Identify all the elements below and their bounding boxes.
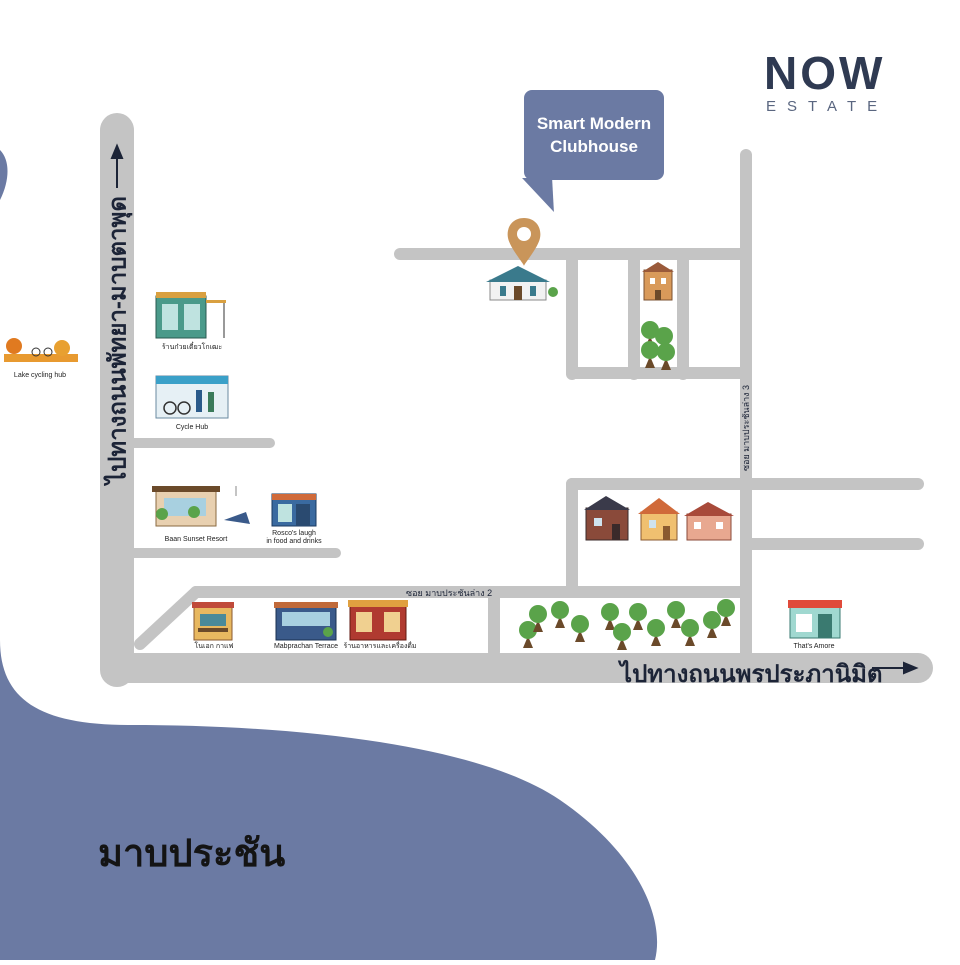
place-label-cycle-hub: Cycle Hub (175, 424, 209, 431)
location-pin-icon (507, 218, 541, 266)
noodle-shop-icon (155, 292, 226, 339)
place-label-terrace: Mabprachan Terrace (273, 643, 339, 650)
tree-icon (519, 621, 537, 648)
road-label-soi3: ซอย มาบประชันล่าง 3 (741, 384, 751, 472)
townhouse-icon (642, 262, 674, 301)
logo-subtitle: ESTATE (766, 98, 889, 115)
houses-group-icon (584, 496, 734, 541)
road-soi2-diag (134, 586, 202, 650)
tree-icon (657, 343, 675, 370)
area-title: มาบประชัน (98, 833, 286, 875)
restaurant-icon (348, 600, 408, 641)
lake-area (0, 640, 658, 960)
clubhouse-callout: Smart Modern Clubhouse (524, 90, 664, 180)
cycle-hub-icon (155, 375, 229, 419)
tree-icon (551, 601, 569, 628)
place-label-noodle: ร้านก๋วยเตี๋ยวโกเฒะ (161, 344, 223, 351)
tree-icon (629, 603, 647, 630)
place-label-lake: Lake cycling hub (13, 372, 67, 379)
roscos-shop-icon (271, 493, 317, 527)
road-label-soi2: ซอย มาบประชันล่าง 2 (406, 588, 493, 598)
tree-icon (601, 603, 619, 630)
thats-amore-icon (788, 600, 842, 639)
road-label-left: ไปทางถนนพัทยา-มาบตาพุด (104, 196, 132, 484)
lake-edge-left (0, 150, 8, 200)
trees-group (519, 321, 735, 650)
place-label-coffee: โนเอก กาแฟ (194, 643, 234, 650)
tree-icon (647, 619, 665, 646)
lake-cycling-hub-icon (4, 338, 78, 362)
tree-icon (667, 601, 685, 628)
logo-title: NOW (764, 47, 886, 99)
place-label-roscos: Rosco's laugh in food and drinks (266, 530, 322, 545)
road-label-bottom: ไปทางถนนพรประภานิมิต (620, 661, 883, 688)
resort-icon (152, 486, 250, 527)
tree-icon (529, 605, 547, 632)
tree-icon (703, 611, 721, 638)
place-label-restaurant: ร้านอาหารและเครื่องดื่ม (343, 643, 417, 650)
clubhouse-building-icon (486, 266, 558, 301)
place-label-baan-sunset: Baan Sunset Resort (164, 536, 228, 543)
road-network (100, 113, 933, 687)
tree-icon (641, 341, 659, 368)
tree-icon (681, 619, 699, 646)
coffee-shop-icon (192, 602, 234, 641)
tree-icon (717, 599, 735, 626)
arrow-up-icon (110, 143, 124, 188)
tree-icon (613, 623, 631, 650)
place-label-thats-amore: That's Amore (793, 643, 835, 650)
terrace-icon (274, 602, 338, 641)
arrow-right-icon (872, 661, 919, 675)
tree-icon (571, 615, 589, 642)
